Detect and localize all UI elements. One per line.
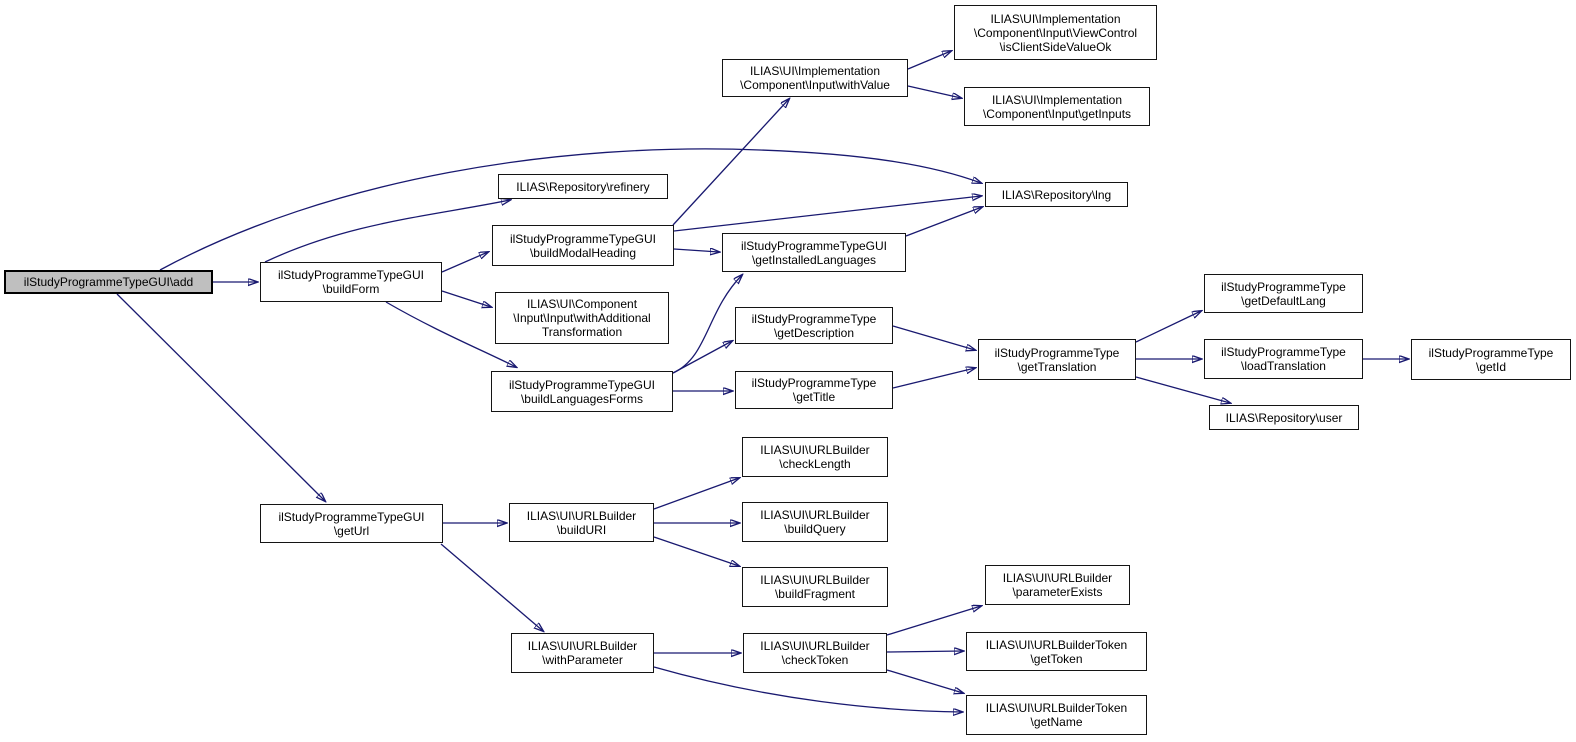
node-with-value[interactable]: ILIAS\UI\Implementation \Component\Input… <box>722 59 908 97</box>
node-build-query[interactable]: ILIAS\UI\URLBuilder \buildQuery <box>742 502 888 542</box>
node-load-translation-label: ilStudyProgrammeType \loadTranslation <box>1221 345 1346 373</box>
node-is-client-side-value-ok[interactable]: ILIAS\UI\Implementation \Component\Input… <box>954 5 1157 60</box>
node-user[interactable]: ILIAS\Repository\user <box>1209 405 1359 430</box>
node-build-query-label: ILIAS\UI\URLBuilder \buildQuery <box>760 508 870 536</box>
edge-get_translation-user <box>1135 376 1230 403</box>
node-get-name[interactable]: ILIAS\UI\URLBuilderToken \getName <box>966 695 1147 735</box>
node-build-fragment[interactable]: ILIAS\UI\URLBuilder \buildFragment <box>742 567 888 607</box>
edge-get_installed_languages-lng <box>905 207 982 237</box>
edge-build_languages_forms-get_description <box>672 341 732 374</box>
edge-with_value-is_client_side_value_ok <box>907 51 951 70</box>
node-with-value-label: ILIAS\UI\Implementation \Component\Input… <box>740 64 890 92</box>
node-with-parameter[interactable]: ILIAS\UI\URLBuilder \withParameter <box>511 633 654 673</box>
node-get-inputs[interactable]: ILIAS\UI\Implementation \Component\Input… <box>964 87 1150 126</box>
node-get-inputs-label: ILIAS\UI\Implementation \Component\Input… <box>982 92 1132 121</box>
node-build-languages-forms-label: ilStudyProgrammeTypeGUI \buildLanguagesF… <box>508 377 656 406</box>
node-get-installed-languages[interactable]: ilStudyProgrammeTypeGUI \getInstalledLan… <box>722 233 906 272</box>
node-parameter-exists-label: ILIAS\UI\URLBuilder \parameterExists <box>1002 571 1113 599</box>
node-build-uri-label: ILIAS\UI\URLBuilder \buildURI <box>526 508 637 537</box>
node-build-uri[interactable]: ILIAS\UI\URLBuilder \buildURI <box>509 503 654 542</box>
node-get-installed-languages-label: ilStudyProgrammeTypeGUI \getInstalledLan… <box>740 238 888 267</box>
edge-check_token-get_token <box>886 651 963 652</box>
edge-build_uri-build_fragment <box>653 536 739 566</box>
node-get-default-lang[interactable]: ilStudyProgrammeType \getDefaultLang <box>1204 274 1363 313</box>
edge-with_value-get_inputs <box>907 85 961 98</box>
node-user-label: ILIAS\Repository\user <box>1225 410 1343 425</box>
node-get-title-label: ilStudyProgrammeType \getTitle <box>751 376 877 404</box>
node-check-token-label: ILIAS\UI\URLBuilder \checkToken <box>760 639 870 667</box>
edge-get_title-get_translation <box>892 368 975 389</box>
node-with-parameter-label: ILIAS\UI\URLBuilder \withParameter <box>527 639 638 667</box>
node-check-length-label: ILIAS\UI\URLBuilder \checkLength <box>760 443 870 471</box>
node-build-modal-heading[interactable]: ilStudyProgrammeTypeGUI \buildModalHeadi… <box>492 225 674 266</box>
node-add[interactable]: ilStudyProgrammeTypeGUI\add <box>4 270 213 294</box>
node-get-url[interactable]: ilStudyProgrammeTypeGUI \getUrl <box>260 504 443 543</box>
edge-check_token-parameter_exists <box>886 606 981 636</box>
node-load-translation[interactable]: ilStudyProgrammeType \loadTranslation <box>1204 339 1363 379</box>
node-build-modal-heading-label: ilStudyProgrammeTypeGUI \buildModalHeadi… <box>509 231 657 260</box>
node-get-default-lang-label: ilStudyProgrammeType \getDefaultLang <box>1221 279 1346 308</box>
node-build-form[interactable]: ilStudyProgrammeTypeGUI \buildForm <box>260 262 442 302</box>
node-lng[interactable]: ILIAS\Repository\lng <box>985 182 1128 207</box>
node-get-name-label: ILIAS\UI\URLBuilderToken \getName <box>985 701 1128 729</box>
node-get-description[interactable]: ilStudyProgrammeType \getDescription <box>735 307 893 344</box>
node-with-additional-transformation[interactable]: ILIAS\UI\Component \Input\Input\withAddi… <box>495 292 669 344</box>
edge-build_form-refinery <box>264 200 510 263</box>
node-refinery[interactable]: ILIAS\Repository\refinery <box>498 174 668 199</box>
edge-get_url-with_parameter <box>440 543 543 631</box>
node-check-length[interactable]: ILIAS\UI\URLBuilder \checkLength <box>742 437 888 477</box>
edge-build_languages_forms-get_installed_languages <box>672 275 742 374</box>
edge-build_form-build_languages_forms <box>385 301 516 367</box>
node-is-client-side-value-ok-label: ILIAS\UI\Implementation \Component\Input… <box>973 11 1138 54</box>
edge-build_form-with_additional_transformation <box>441 290 491 307</box>
edge-get_description-get_translation <box>892 325 975 350</box>
node-get-id[interactable]: ilStudyProgrammeType \getId <box>1411 339 1571 380</box>
edge-build_modal_heading-with_value <box>672 99 789 226</box>
node-parameter-exists[interactable]: ILIAS\UI\URLBuilder \parameterExists <box>985 565 1130 605</box>
edge-build_modal_heading-lng <box>673 196 981 232</box>
edge-get_translation-get_default_lang <box>1135 311 1201 343</box>
edge-build_form-build_modal_heading <box>441 252 488 273</box>
node-lng-label: ILIAS\Repository\lng <box>1001 187 1112 202</box>
edge-build_modal_heading-get_installed_languages <box>673 249 719 252</box>
edge-add-get_url <box>116 293 325 501</box>
node-check-token[interactable]: ILIAS\UI\URLBuilder \checkToken <box>743 633 887 673</box>
edge-add-lng <box>159 148 981 271</box>
node-get-token-label: ILIAS\UI\URLBuilderToken \getToken <box>985 637 1128 666</box>
node-get-description-label: ilStudyProgrammeType \getDescription <box>751 311 877 340</box>
node-build-languages-forms[interactable]: ilStudyProgrammeTypeGUI \buildLanguagesF… <box>491 371 673 412</box>
node-get-title[interactable]: ilStudyProgrammeType \getTitle <box>735 371 893 409</box>
node-build-fragment-label: ILIAS\UI\URLBuilder \buildFragment <box>760 573 870 601</box>
node-get-translation-label: ilStudyProgrammeType \getTranslation <box>994 345 1120 374</box>
edge-build_uri-check_length <box>653 478 739 510</box>
node-refinery-label: ILIAS\Repository\refinery <box>516 179 650 194</box>
node-get-url-label: ilStudyProgrammeTypeGUI \getUrl <box>278 509 425 538</box>
node-build-form-label: ilStudyProgrammeTypeGUI \buildForm <box>277 268 425 296</box>
node-get-translation[interactable]: ilStudyProgrammeType \getTranslation <box>978 339 1136 380</box>
node-get-token[interactable]: ILIAS\UI\URLBuilderToken \getToken <box>966 632 1147 671</box>
edge-check_token-get_name <box>886 669 963 693</box>
node-add-label: ilStudyProgrammeTypeGUI\add <box>23 275 194 289</box>
edge-with_parameter-get_name <box>653 666 962 712</box>
node-with-additional-transformation-label: ILIAS\UI\Component \Input\Input\withAddi… <box>513 297 651 339</box>
node-get-id-label: ilStudyProgrammeType \getId <box>1428 345 1554 374</box>
